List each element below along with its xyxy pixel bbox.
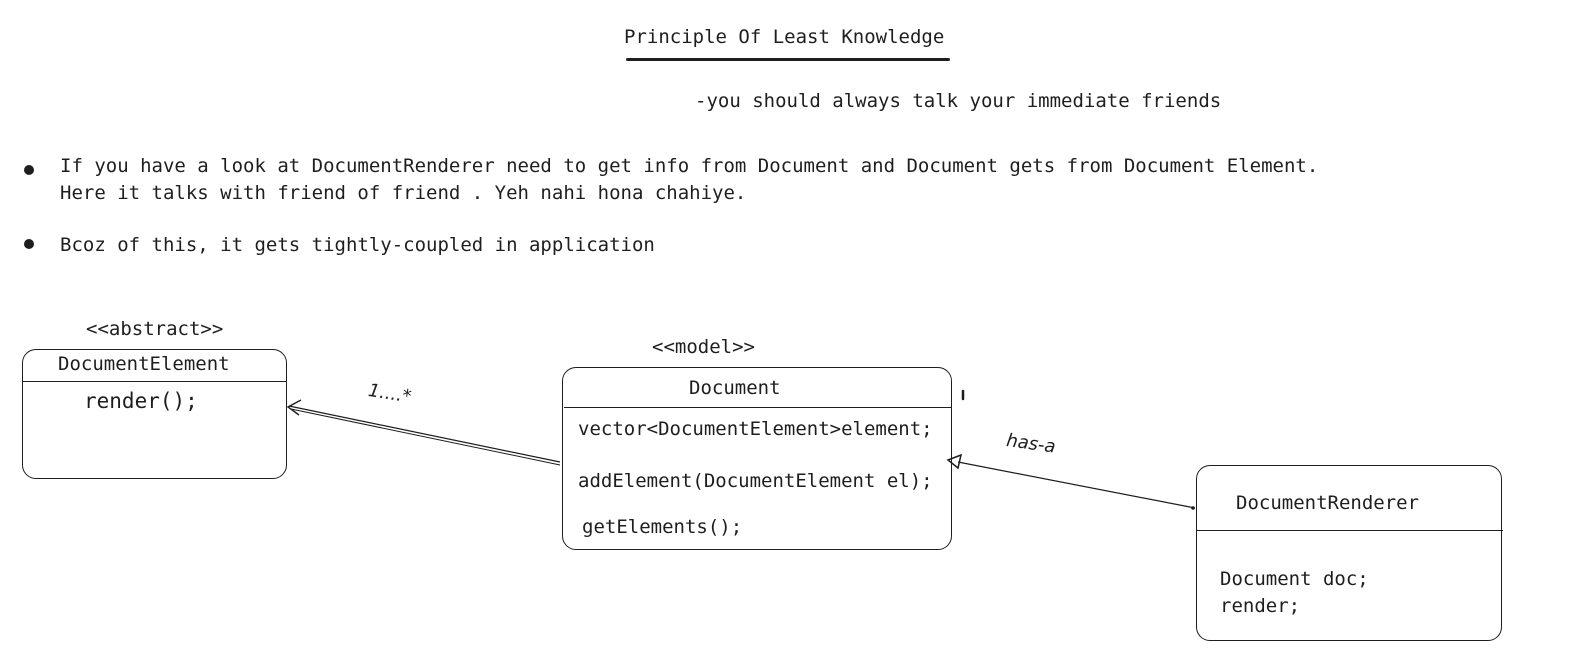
document-name: Document <box>689 377 781 399</box>
title-underline <box>626 58 950 61</box>
document-element-divider <box>23 381 286 382</box>
document-member-get-elements: getElements(); <box>582 516 743 538</box>
bullet-1-line-1: If you have a look at DocumentRenderer n… <box>60 155 1319 177</box>
bullet-1-line-2: Here it talks with friend of friend . Ye… <box>60 182 747 204</box>
document-renderer-member-doc: Document doc; <box>1220 568 1369 590</box>
document-divider <box>564 407 952 408</box>
document-renderer-class <box>1196 465 1502 641</box>
document-element-member: render(); <box>84 389 198 413</box>
document-element-class <box>22 349 287 479</box>
bullet-dot-2 <box>24 239 34 249</box>
multiplicity-label: 1....* <box>366 380 413 408</box>
document-renderer-name: DocumentRenderer <box>1236 492 1420 514</box>
document-element-name: DocumentElement <box>58 353 230 375</box>
has-a-label: has-a <box>1005 430 1057 458</box>
bullet-2-line-1: Bcoz of this, it gets tightly-coupled in… <box>60 234 655 256</box>
connector-end-dot <box>1191 506 1195 510</box>
document-renderer-member-render: render; <box>1220 595 1301 617</box>
document-element-stereotype: <<abstract>> <box>86 318 224 340</box>
document-member-add-element: addElement(DocumentElement el); <box>578 470 933 492</box>
open-arrowhead <box>286 399 302 416</box>
aggregation-connector <box>286 399 561 466</box>
has-a-connector <box>946 453 1196 510</box>
document-stereotype: <<model>> <box>652 336 755 358</box>
document-renderer-divider <box>1197 530 1503 531</box>
page-title: Principle Of Least Knowledge <box>624 26 945 48</box>
page-subtitle: -you should always talk your immediate f… <box>695 90 1222 112</box>
bullet-dot-1 <box>24 165 34 175</box>
document-member-element: vector<DocumentElement>element; <box>578 418 933 440</box>
